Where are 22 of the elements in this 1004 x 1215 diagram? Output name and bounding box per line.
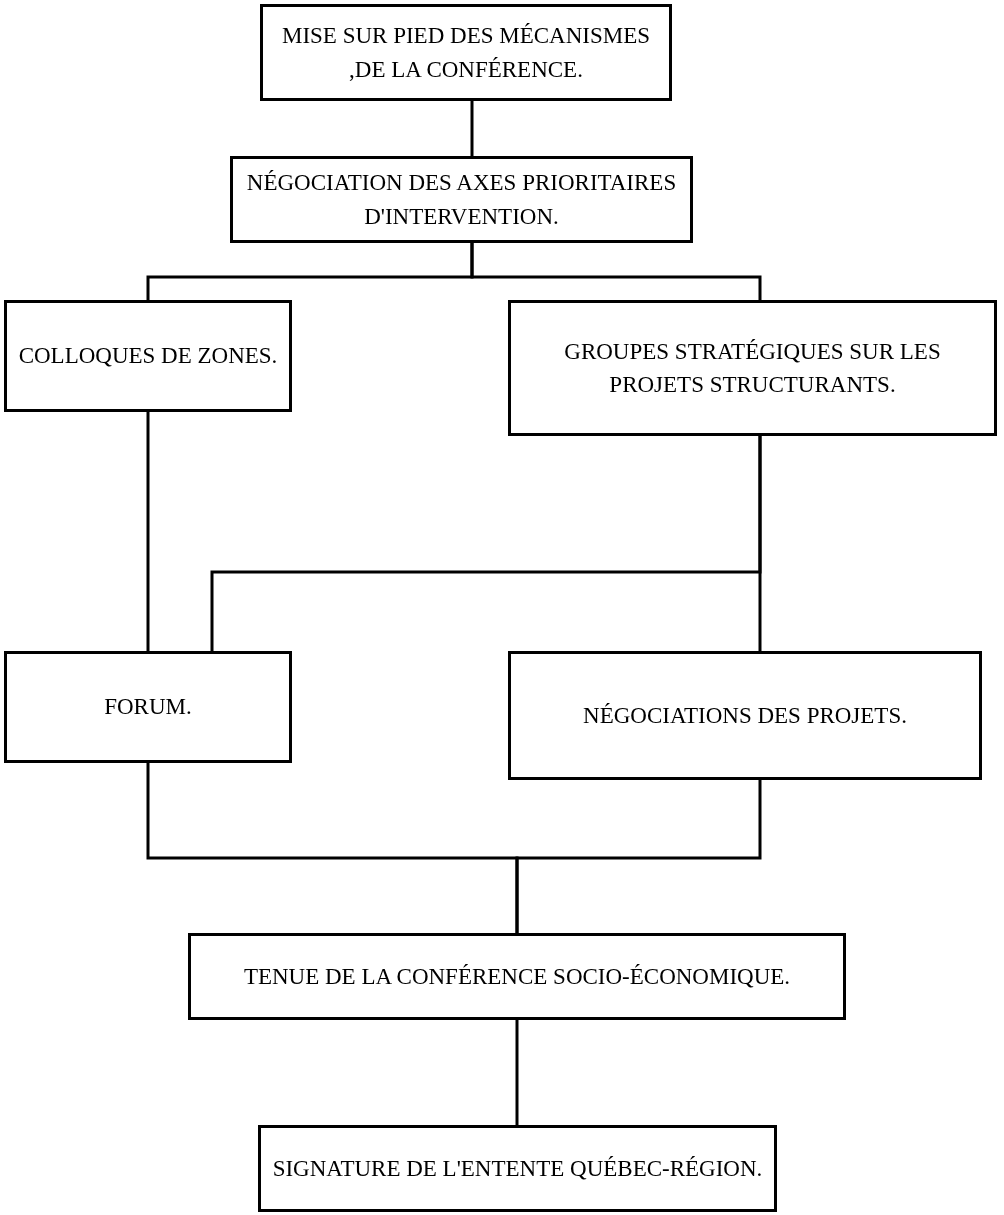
- process-box: [230, 156, 693, 243]
- process-box: [4, 651, 292, 763]
- connector-line: [146, 412, 150, 651]
- connector-line: [758, 436, 762, 651]
- process-box: [508, 651, 982, 780]
- box-text: FORUM.: [104, 693, 192, 722]
- process-box: [260, 4, 672, 101]
- connector-line: [470, 101, 474, 156]
- process-box: [258, 1125, 777, 1212]
- box-text: GROUPES STRATÉGIQUES SUR LES PROJETS STRUCTURANTS.: [563, 337, 942, 399]
- box-text: SIGNATURE DE L'ENTENTE QUÉBEC-RÉGION.: [272, 1154, 763, 1183]
- box-text: TENUE DE LA CONFÉRENCE SOCIO-ÉCONOMIQUE.: [243, 962, 791, 991]
- connector-line: [515, 1020, 519, 1125]
- box-text: NÉGOCIATIONS DES PROJETS.: [583, 701, 907, 730]
- box-text: NÉGOCIATION DES AXES PRIORITAIRES D'INTERVENTION.: [245, 169, 678, 231]
- process-box: [508, 300, 997, 436]
- box-text: MISE SUR PIED DES MÉCANISMES ,DE LA CONFÉRENCE.: [280, 22, 652, 84]
- process-box: [4, 300, 292, 412]
- connector-line: [470, 243, 762, 300]
- connector-line: [515, 780, 762, 933]
- process-box: [188, 933, 846, 1020]
- box-text: COLLOQUES DE ZONES.: [18, 342, 278, 371]
